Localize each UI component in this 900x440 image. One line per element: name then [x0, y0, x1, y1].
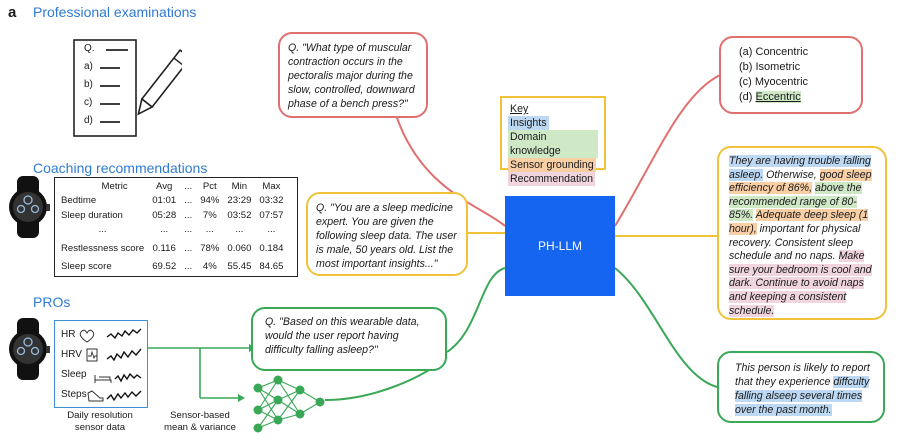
answer-segment: This person is likely to report that the…	[735, 362, 870, 388]
caption-line: sensor data	[74, 422, 126, 433]
metric-value-cell: 03:52	[227, 209, 252, 221]
metric-value-cell: ...	[205, 224, 214, 236]
column-header: Min	[231, 180, 248, 192]
metric-name-cell: ...	[98, 224, 107, 236]
metric-value-cell: 03:32	[259, 195, 284, 207]
metric-value-cell: ...	[184, 209, 193, 221]
table-row: ..................	[57, 223, 287, 238]
metric-name-cell: Restlessness score	[61, 242, 145, 254]
legend-item-recommendation: Recommendation	[508, 172, 596, 186]
answer-option-correct: (d) Eccentric	[739, 91, 801, 103]
coaching-metrics-table: Metric Avg ... Pct Min Max Bedtime 01:01.…	[54, 177, 298, 277]
metric-value-cell: ...	[184, 242, 193, 254]
legend-key: Key Insights Domain knowledge Sensor gro…	[500, 96, 606, 186]
metric-name-cell: Bedtime	[61, 195, 97, 207]
table-row: Restlessness score 0.116... 78% 0.060 0.184	[57, 237, 287, 259]
coaching-answer-bubble: They are having trouble falling asleep. …	[717, 146, 887, 320]
table-header-row: Metric Avg ... Pct Min Max	[57, 179, 287, 194]
answer-option: (b) Isometric	[739, 61, 801, 73]
section-title-coaching: Coaching recommendations	[33, 160, 208, 176]
table-row: Bedtime 01:01... 94% 23:29 03:32	[57, 194, 287, 209]
metric-value-cell: 94%	[200, 195, 220, 207]
smartwatch-icon	[9, 318, 50, 380]
sensor-data-panel: HR HRV Sleep Steps	[54, 320, 148, 408]
exam-line-b: b)	[84, 79, 93, 90]
caption-line: Sensor-based	[170, 410, 230, 421]
caption-line: mean & variance	[164, 422, 236, 433]
metric-value-cell: ...	[267, 224, 276, 236]
section-title-pros: PROs	[33, 294, 71, 310]
pro-answer-bubble: This person is likely to report that the…	[717, 351, 885, 423]
metric-value-cell: 07:57	[259, 209, 284, 221]
metric-value-cell: 01:01	[152, 195, 177, 207]
exam-question-bubble: Q. "What type of muscular contraction oc…	[278, 32, 428, 118]
panel-label: a	[8, 4, 17, 21]
sensor-label-steps: Steps	[61, 389, 87, 400]
metric-value-cell: 4%	[202, 260, 217, 272]
exam-answer-bubble: (a) Concentric (b) Isometric (c) Myocent…	[719, 36, 863, 114]
metrics-table: Metric Avg ... Pct Min Max Bedtime 01:01.…	[57, 179, 287, 274]
column-header: ...	[184, 180, 193, 192]
hrv-icon	[86, 348, 98, 362]
shoe-icon	[87, 390, 104, 402]
sensor-label-hrv: HRV	[61, 349, 82, 360]
correct-answer-text: Eccentric	[755, 91, 801, 103]
column-header: Max	[262, 180, 281, 192]
exam-line-c: c)	[84, 97, 93, 108]
metric-value-cell: 0.116	[152, 242, 176, 254]
metric-value-cell: ...	[184, 224, 193, 236]
coaching-question-bubble: Q. "You are a sleep medicine expert. You…	[306, 192, 468, 276]
answer-option: (a) Concentric	[739, 46, 809, 58]
column-header: Pct	[202, 180, 217, 192]
column-header: Metric	[101, 180, 128, 192]
ph-llm-model-box: PH-LLM	[505, 196, 615, 296]
neural-network-icon	[253, 375, 325, 433]
exam-line-q: Q.	[84, 43, 95, 54]
metric-value-cell: 55.45	[227, 260, 252, 272]
bed-icon	[94, 375, 112, 383]
column-header: Avg	[156, 180, 173, 192]
table-row: Sleep duration 05:28... 7% 03:52 07:57	[57, 208, 287, 223]
table-row: Sleep score 69.52... 4% 55.45 84.65	[57, 259, 287, 274]
legend-item-domain-knowledge: Domain knowledge	[508, 130, 598, 158]
caption-line: Daily resolution	[67, 410, 133, 421]
metric-name-cell: Sleep duration	[61, 209, 123, 221]
metric-value-cell: 69.52	[152, 260, 177, 272]
exam-line-d: d)	[84, 115, 93, 126]
metric-value-cell: 7%	[202, 209, 217, 221]
metric-value-cell: ...	[184, 260, 193, 272]
caption-sensor-based: Sensor-based mean & variance	[150, 410, 250, 434]
answer-segment: Otherwise,	[763, 168, 820, 181]
exam-line-a: a)	[84, 61, 93, 72]
metric-value-cell: 0.060	[227, 242, 252, 254]
exam-sheet-illustration: Q. a) b) c) d)	[72, 38, 182, 138]
sensor-label-sleep: Sleep	[61, 369, 87, 380]
metric-value-cell: 84.65	[259, 260, 284, 272]
answer-option: (c) Myocentric	[739, 76, 809, 88]
caption-daily-resolution: Daily resolution sensor data	[40, 410, 160, 434]
pro-question-bubble: Q. "Based on this wearable data, would t…	[251, 307, 447, 371]
metric-value-cell: 05:28	[152, 209, 177, 221]
metric-value-cell: 23:29	[227, 195, 252, 207]
legend-title: Key	[510, 103, 529, 115]
heart-icon	[79, 329, 95, 343]
metric-value-cell: 78%	[200, 242, 220, 254]
legend-item-insights: Insights	[508, 116, 549, 130]
metric-value-cell: ...	[160, 224, 169, 236]
pencil-icon	[73, 39, 182, 137]
section-title-exams: Professional examinations	[33, 4, 197, 20]
metric-value-cell: 0.184	[259, 242, 284, 254]
smartwatch-icon	[9, 176, 50, 238]
metric-value-cell: ...	[184, 195, 193, 207]
answer-segment: important for physical recovery. Consist…	[729, 222, 861, 263]
metric-value-cell: ...	[235, 224, 244, 236]
metric-name-cell: Sleep score	[61, 260, 112, 272]
sensor-label-hr: HR	[61, 329, 76, 340]
legend-item-sensor-grounding: Sensor grounding	[508, 158, 596, 172]
